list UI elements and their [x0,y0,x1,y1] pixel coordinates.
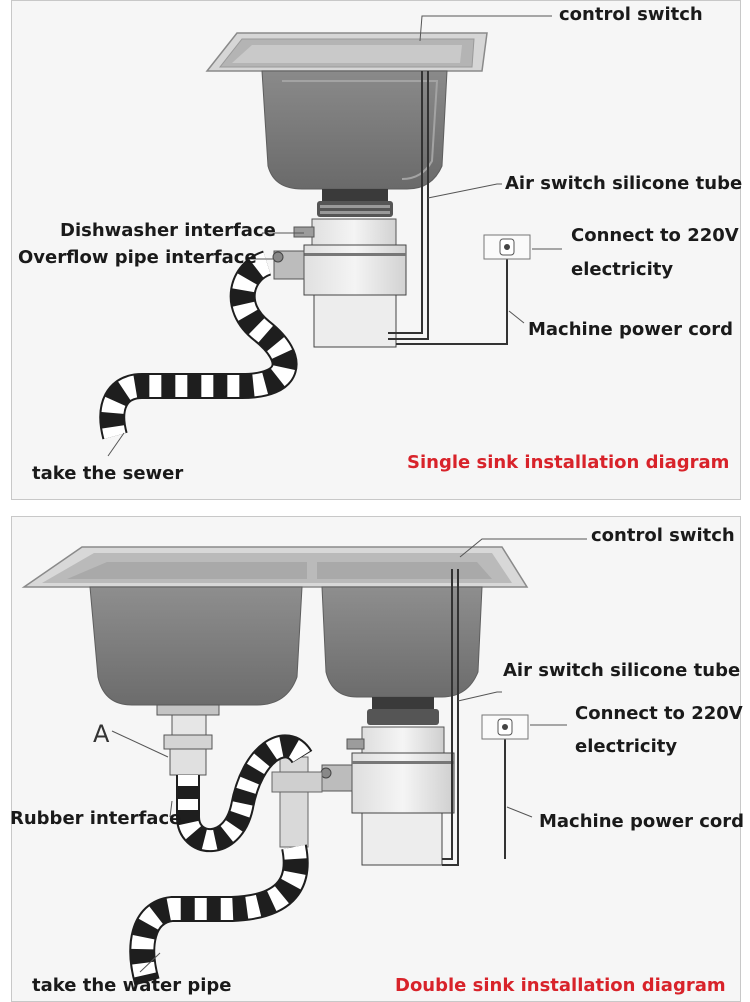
electricity-label: electricity [575,736,678,757]
double-sink-diagram [21,538,587,986]
single-sink-caption: Single sink installation diagram [407,452,730,473]
tee-fitting [271,756,323,848]
air-switch-tube [442,569,459,866]
double-sink-caption: Double sink installation diagram [395,975,726,996]
marker-a-label: A [93,720,110,748]
leader-lines [111,538,587,973]
air-switch-tube-label: Air switch silicone tube [505,173,743,194]
dishwasher-interface-label: Dishwasher interface [60,220,276,241]
drain-hose [129,734,313,986]
double-sink-panel: control switch Air switch silicone tube … [10,516,745,1002]
connect-220v-label: Connect to 220V [571,225,739,246]
air-switch-tube-label: Air switch silicone tube [503,660,741,681]
single-sink-diagram [99,15,562,457]
double-sink-basin [21,546,529,706]
control-switch-label: control switch [591,525,735,546]
sewer-label: take the sewer [32,463,184,484]
rubber-interface-label: Rubber interface [10,808,182,829]
machine-power-cord-label: Machine power cord [539,811,745,832]
single-sink-panel: control switch Air switch silicone tube … [11,0,743,500]
drain-hose [99,250,298,440]
power-cord-line [396,256,508,345]
control-switch-label: control switch [559,4,703,25]
food-waste-disposer [272,189,407,348]
machine-power-cord-label: Machine power cord [528,319,734,340]
food-waste-disposer [320,697,455,866]
left-drain-fitting [156,704,220,776]
overflow-pipe-label: Overflow pipe interface [18,247,257,268]
connect-220v-label: Connect to 220V [575,703,743,724]
leader-lines [107,15,562,457]
wall-socket [483,234,531,260]
electricity-label: electricity [571,259,674,280]
air-switch-tube [388,71,429,340]
water-pipe-label: take the water pipe [32,975,232,996]
wall-socket [481,714,529,740]
sink-basin [205,32,488,190]
